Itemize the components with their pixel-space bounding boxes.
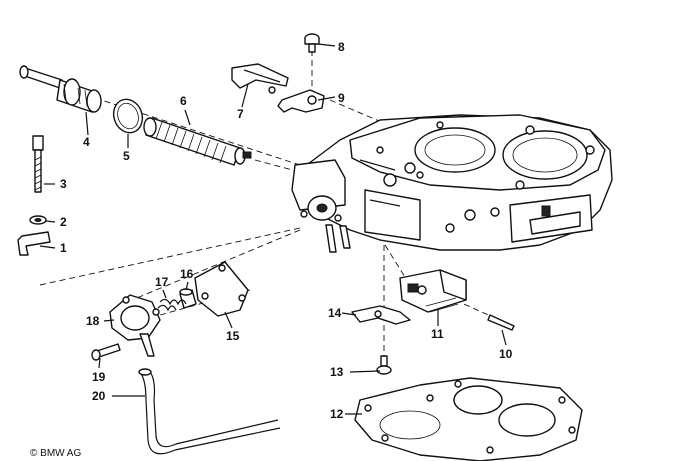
part-screw [32, 135, 44, 193]
part-spring [157, 298, 187, 312]
callout-3: 3 [60, 177, 67, 191]
part-diaphragm-housing [109, 294, 161, 357]
part-bushing [179, 288, 197, 309]
callout-13: 13 [330, 365, 344, 379]
callout-20: 20 [92, 389, 106, 403]
callout-4: 4 [83, 135, 90, 149]
callout-10: 10 [499, 347, 513, 361]
callout-labels: 8 9 7 6 4 5 3 2 1 17 16 15 18 19 20 14 1… [60, 40, 513, 421]
callout-18: 18 [86, 314, 100, 328]
callout-1: 1 [60, 241, 67, 255]
part-fuel-filter [143, 117, 252, 166]
part-gasket [354, 377, 583, 461]
part-switch-valve [399, 269, 467, 313]
part-lever-plate [351, 305, 411, 325]
part-linkage-bracket [277, 89, 325, 113]
part-lever [231, 63, 289, 94]
callout-6: 6 [180, 94, 187, 108]
callout-11: 11 [431, 327, 444, 341]
callout-5: 5 [123, 149, 130, 163]
callout-19: 19 [92, 370, 106, 384]
part-hose [138, 368, 281, 455]
part-pin [487, 314, 515, 331]
callout-15: 15 [226, 329, 240, 343]
callout-2: 2 [60, 215, 67, 229]
part-clip [17, 231, 51, 256]
carburettor-body [291, 114, 613, 253]
callout-9: 9 [338, 91, 345, 105]
part-small-bolt [91, 343, 121, 361]
part-sealing-ring [112, 98, 144, 134]
leader-lines [39, 43, 507, 415]
callout-17: 17 [155, 275, 169, 289]
callout-16: 16 [180, 267, 194, 281]
callout-7: 7 [237, 107, 244, 121]
callout-14: 14 [328, 306, 342, 320]
callout-8: 8 [338, 40, 345, 54]
part-small-screw [304, 33, 320, 53]
part-washer [29, 215, 47, 225]
part-cover-plate [194, 261, 249, 317]
copyright-text: © BMW AG [30, 448, 81, 459]
part-inlet-fitting [19, 65, 102, 113]
part-bottom-screw [376, 355, 392, 375]
callout-12: 12 [330, 407, 344, 421]
